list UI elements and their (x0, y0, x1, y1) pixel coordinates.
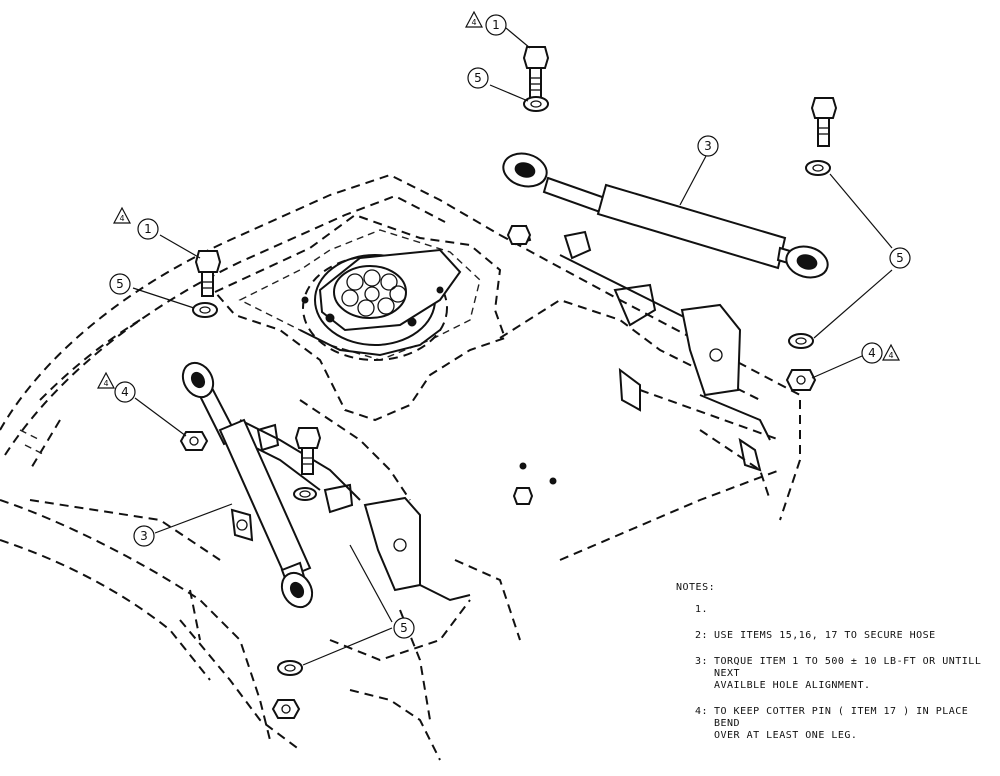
balloon-label: 3 (140, 529, 148, 543)
cylinder-top (502, 152, 829, 279)
balloon-b1-top: 1 (485, 14, 507, 36)
cylinder-left (181, 361, 314, 609)
revision-triangle-label: 4 (103, 379, 108, 388)
deck-outline (0, 173, 801, 761)
note-number: 1. (694, 604, 708, 615)
note-text: TO KEEP COTTER PIN ( ITEM 17 ) IN PLACE … (714, 706, 969, 741)
balloon-b5-left: 5 (109, 273, 131, 295)
revision-triangle: 4 (97, 371, 115, 389)
bolt-right (810, 97, 838, 147)
balloon-label: 5 (400, 621, 408, 635)
revision-triangle-label: 4 (888, 351, 893, 360)
washer-right-lower (788, 333, 814, 349)
revision-triangle-label: 4 (471, 18, 476, 27)
note-number: 3: (694, 656, 708, 667)
note-item: 2: USE ITEMS 15,16, 17 TO SECURE HOSE (676, 630, 996, 642)
revision-triangle: 4 (465, 10, 483, 28)
leader-lines (132, 27, 893, 666)
revision-triangle: 4 (113, 206, 131, 224)
bolt-center (294, 427, 322, 475)
note-text: TORQUE ITEM 1 TO 500 ± 10 LB-FT OR UNTIL… (714, 656, 982, 691)
notes-block: NOTES: 1. 2: USE ITEMS 15,16, 17 TO SECU… (676, 582, 996, 756)
balloon-b3-top: 3 (697, 135, 719, 157)
washer-left (192, 302, 218, 318)
nut-left (179, 431, 209, 451)
front-bracket (230, 419, 471, 602)
note-number: 2: (694, 630, 708, 641)
balloon-b5-bottom: 5 (393, 617, 415, 639)
balloon-label: 4 (868, 346, 876, 360)
note-item: 3: TORQUE ITEM 1 TO 500 ± 10 LB-FT OR UN… (676, 656, 996, 692)
revision-triangle-label: 4 (119, 214, 124, 223)
balloon-label: 1 (144, 222, 152, 236)
note-item: 4: TO KEEP COTTER PIN ( ITEM 17 ) IN PLA… (676, 706, 996, 742)
balloon-b4-right: 4 (861, 342, 883, 364)
nut-bottom (271, 699, 301, 719)
balloon-b1-left: 1 (137, 218, 159, 240)
balloon-b5-top: 5 (467, 67, 489, 89)
balloon-label: 1 (492, 18, 500, 32)
note-text: USE ITEMS 15,16, 17 TO SECURE HOSE (714, 630, 936, 641)
note-text (714, 604, 996, 616)
bolt-top (522, 46, 550, 99)
washer-top (523, 96, 549, 112)
balloon-label: 5 (474, 71, 482, 85)
note-number: 4: (694, 706, 708, 717)
mounting-plate (213, 213, 761, 501)
balloon-label: 3 (704, 139, 712, 153)
balloon-b5-right: 5 (889, 247, 911, 269)
rear-bracket (510, 224, 771, 472)
washer-center (293, 487, 317, 501)
note-item: 1. (676, 604, 996, 616)
swivel-hub (299, 248, 462, 361)
notes-title: NOTES: (676, 582, 716, 593)
bolt-left (194, 250, 222, 297)
balloon-b3-left: 3 (133, 525, 155, 547)
washer-bottom (277, 660, 303, 676)
washer-right-upper (805, 160, 831, 176)
balloon-label: 4 (121, 385, 129, 399)
revision-triangle: 4 (882, 343, 900, 361)
nut-rear (506, 225, 557, 505)
balloon-label: 5 (896, 251, 904, 265)
nut-right (785, 369, 817, 391)
balloon-b4-left: 4 (114, 381, 136, 403)
balloon-label: 5 (116, 277, 124, 291)
